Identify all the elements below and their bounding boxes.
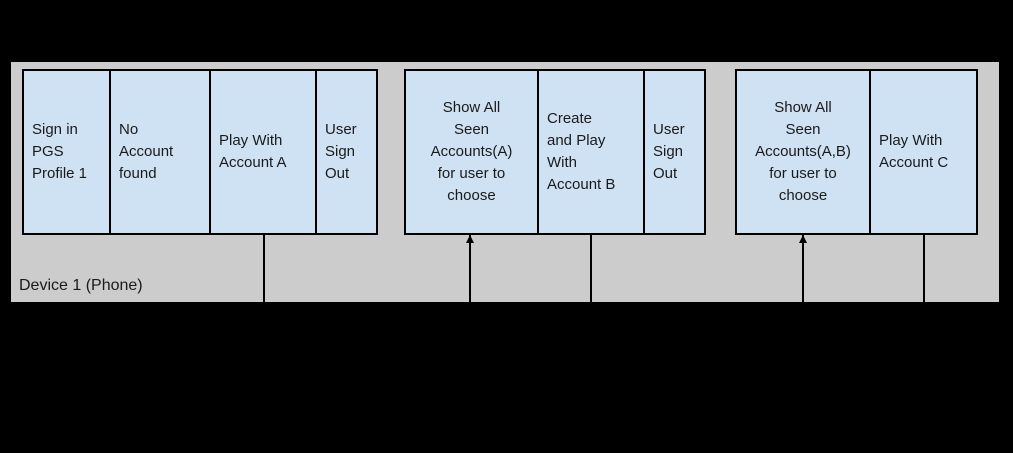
connector-line-account-c (923, 235, 925, 302)
connector-arrow-line-accounts-a-b (802, 235, 804, 302)
device-lane-label: Device 1 (Phone) (19, 277, 143, 294)
state-group-session-2: Show All Seen Accounts(A) for user to ch… (404, 69, 706, 235)
connector-arrow-line-accounts-a (469, 235, 471, 302)
state-box-user-sign-out-2: User Sign Out (643, 71, 704, 233)
arrow-up-icon (799, 235, 807, 243)
state-box-user-sign-out-1: User Sign Out (315, 71, 376, 233)
connector-line-account-b (590, 235, 592, 302)
connector-line-account-a (263, 235, 265, 302)
state-box-create-play-account-b: Create and Play With Account B (537, 71, 643, 233)
state-box-play-with-account-c: Play With Account C (869, 71, 976, 233)
arrow-up-icon (466, 235, 474, 243)
state-box-sign-in-pgs-profile-1: Sign in PGS Profile 1 (24, 71, 109, 233)
state-box-play-with-account-a: Play With Account A (209, 71, 315, 233)
state-group-session-1: Sign in PGS Profile 1 No Account found P… (22, 69, 378, 235)
state-box-show-seen-accounts-a-b: Show All Seen Accounts(A,B) for user to … (737, 71, 869, 233)
state-box-no-account-found: No Account found (109, 71, 209, 233)
state-group-session-3: Show All Seen Accounts(A,B) for user to … (735, 69, 978, 235)
state-box-show-seen-accounts-a: Show All Seen Accounts(A) for user to ch… (406, 71, 537, 233)
device-1-lane: Sign in PGS Profile 1 No Account found P… (11, 62, 999, 302)
